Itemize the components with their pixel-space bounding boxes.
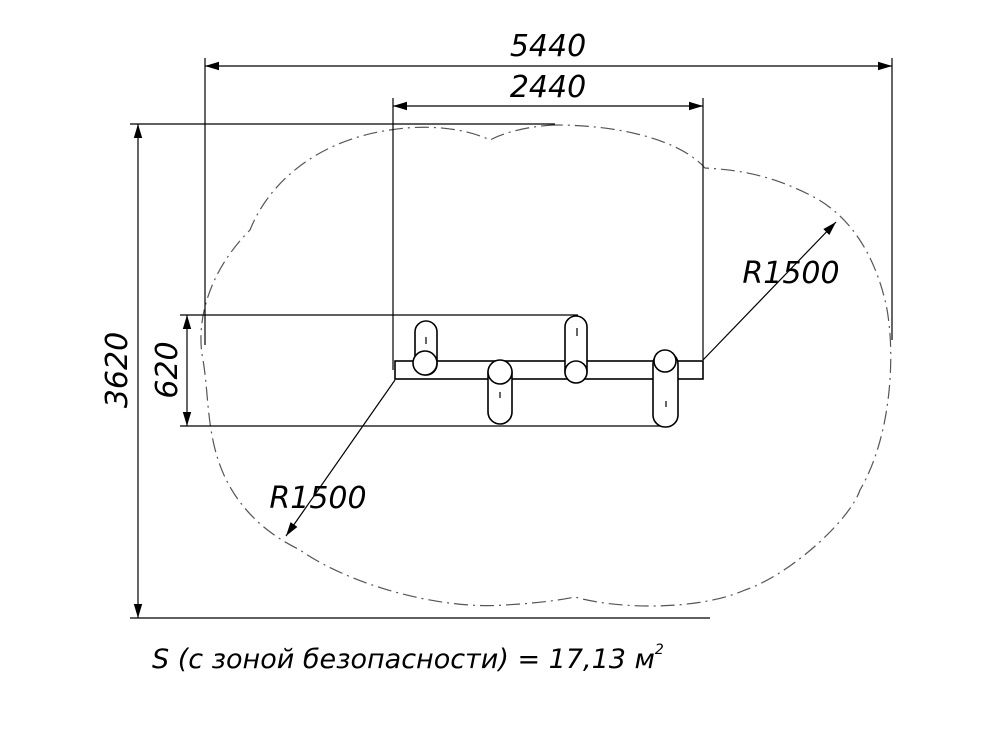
area-note: S (с зоной безопасности) = 17,13 м2 [152, 642, 664, 675]
dimension-lines [133, 61, 892, 618]
dimension-inner-width: 2440 [510, 70, 586, 105]
radius-label-top: R1500 [742, 256, 839, 291]
dimension-overall-height: 3620 [100, 332, 135, 408]
equipment-top-view [394, 315, 704, 428]
radius-label-bottom: R1500 [269, 481, 366, 516]
dimension-overall-width: 5440 [510, 29, 586, 64]
extension-lines [130, 58, 893, 619]
safety-zone-outline [200, 124, 892, 607]
dimension-equipment-height: 620 [150, 341, 185, 398]
horizontal-bar [394, 360, 704, 380]
